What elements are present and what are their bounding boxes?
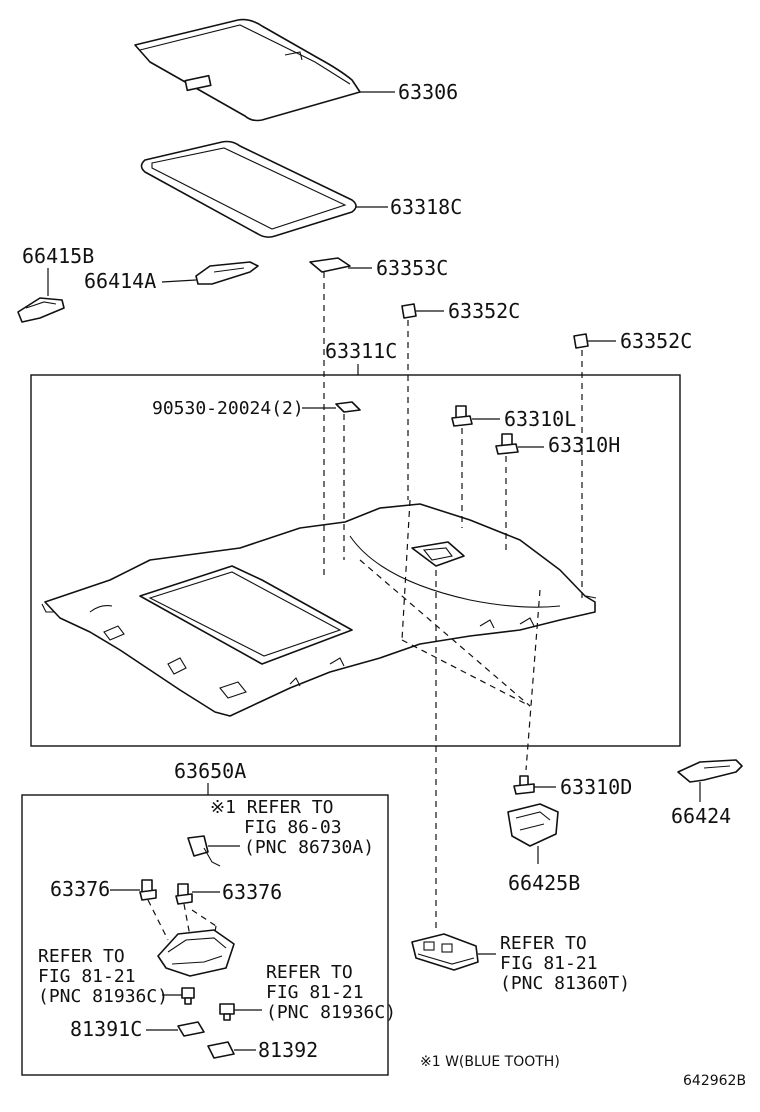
label-63318c: 63318C <box>390 195 462 219</box>
lens-81391c <box>177 1021 205 1037</box>
bracket-66415b <box>17 297 65 323</box>
map-lamp <box>157 929 235 977</box>
label-66414a: 66414A <box>84 269 156 293</box>
ref-mid-line2: FIG 81-21 <box>266 982 364 1003</box>
ref-mid-line3: (PNC 81936C) <box>266 1002 396 1023</box>
label-63310l: 63310L <box>504 407 576 431</box>
ref-left-line1: REFER TO <box>38 946 125 967</box>
label-63353c: 63353C <box>376 256 448 280</box>
label-63311c: 63311C <box>325 339 397 363</box>
ref-left-line2: FIG 81-21 <box>38 966 136 987</box>
bracket-66424 <box>677 759 743 783</box>
headliner-part <box>41 503 597 717</box>
label-63306: 63306 <box>398 80 458 104</box>
label-66424: 66424 <box>671 804 731 828</box>
clip-63310l <box>451 405 473 427</box>
ref-right-line2: FIG 81-21 <box>500 953 598 974</box>
microphone-part <box>187 835 221 867</box>
clip-63352c-left <box>401 303 417 319</box>
label-66415b: 66415B <box>22 244 94 268</box>
label-90530: 90530-20024(2) <box>152 398 304 419</box>
clip-63352c-right <box>573 333 589 349</box>
guide-lines <box>323 272 583 930</box>
ref-right-line1: REFER TO <box>500 933 587 954</box>
lens-81392 <box>207 1041 235 1059</box>
bulb-mid <box>219 1003 235 1021</box>
leader-66414a <box>161 279 197 283</box>
grip-66425b <box>507 803 559 847</box>
bulb-left <box>181 987 195 1005</box>
ref-right-line3: (PNC 81360T) <box>500 973 630 994</box>
label-66425b: 66425B <box>508 871 580 895</box>
clip-63376-left <box>139 879 157 901</box>
bracket-66414a <box>195 261 259 285</box>
ref-bt-line2: FIG 86-03 <box>244 817 342 838</box>
label-63310h: 63310H <box>548 433 620 457</box>
label-63310d: 63310D <box>560 775 632 799</box>
label-63376-left: 63376 <box>50 877 110 901</box>
footnote: ※1 W(BLUE TOOTH) <box>420 1054 560 1070</box>
ref-mid-line1: REFER TO <box>266 962 353 983</box>
headliner-assembly-box <box>30 374 681 747</box>
room-lamp <box>411 933 479 971</box>
label-63352c-right: 63352C <box>620 329 692 353</box>
pad-90530 <box>335 401 361 413</box>
label-63650a: 63650A <box>174 759 246 783</box>
weatherstrip-part <box>140 140 357 238</box>
ref-bt-line1: ※1 REFER TO <box>210 797 333 818</box>
clip-63376-right <box>175 883 193 905</box>
ref-left-line3: (PNC 81936C) <box>38 986 168 1007</box>
clip-63310h <box>495 433 519 455</box>
clip-63310d <box>513 775 535 795</box>
label-81391c: 81391C <box>70 1017 142 1041</box>
sunshade-part <box>134 18 361 122</box>
label-81392: 81392 <box>258 1038 318 1062</box>
map-lamp-assembly-box <box>21 794 389 1076</box>
diagram-id: 642962B <box>683 1073 746 1089</box>
ref-bt-line3: (PNC 86730A) <box>244 837 374 858</box>
label-63352c-left: 63352C <box>448 299 520 323</box>
pad-63353c <box>309 257 351 273</box>
label-63376-right: 63376 <box>222 880 282 904</box>
